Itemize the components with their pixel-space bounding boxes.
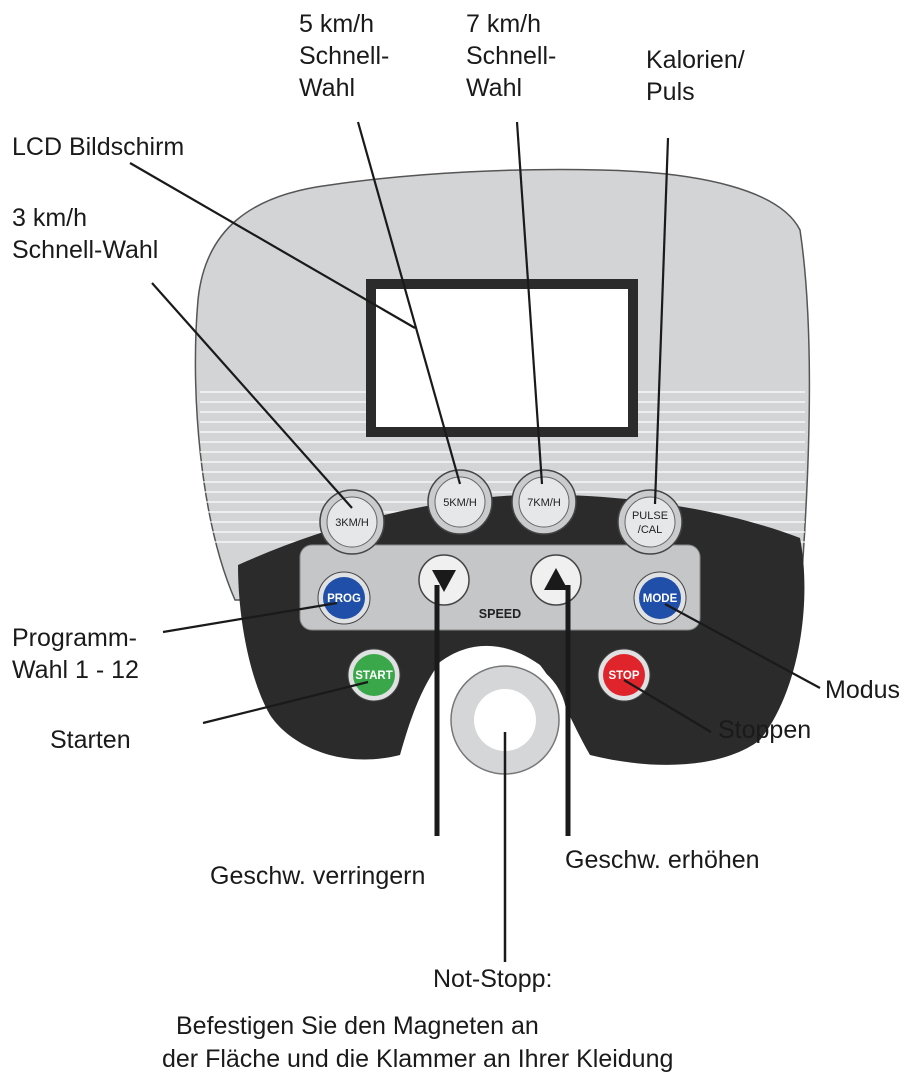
leader-line-7kmh	[515, 121, 544, 485]
leader-lines	[129, 121, 821, 733]
leader-line-programm	[162, 601, 338, 634]
pulse-cal-button[interactable]: PULSE /CAL	[617, 489, 683, 555]
callout-notstopp-title: Not-Stopp:	[433, 965, 553, 993]
arrow-up-icon	[544, 568, 568, 590]
callout-starten: Starten	[50, 726, 131, 754]
7kmh-button[interactable]: 7KM/H	[511, 469, 577, 535]
callout-notstopp-line2: der Fläche und die Klammer an Ihrer Klei…	[162, 1045, 674, 1073]
arrow-down-icon	[432, 570, 456, 592]
start-button-label: START	[355, 670, 392, 682]
key-panel	[299, 544, 701, 631]
leader-line-kalorien	[653, 137, 670, 505]
speed-label: SPEED	[479, 607, 521, 621]
mode-button-label: MODE	[643, 593, 678, 605]
3kmh-button[interactable]: 3KM/H	[319, 489, 385, 555]
stop-button[interactable]: STOP	[597, 648, 651, 702]
prog-button-label: PROG	[327, 593, 361, 605]
leader-line-starten	[202, 680, 369, 725]
callout-lcd: LCD Bildschirm	[12, 133, 185, 161]
lcd-screen	[366, 279, 638, 437]
leader-line-stoppen	[623, 679, 712, 733]
5kmh-button[interactable]: 5KM/H	[427, 469, 493, 535]
callout-erhoehen: Geschw. erhöhen	[565, 846, 760, 874]
callout-modus: Modus	[825, 676, 901, 704]
emergency-stop-magnet[interactable]	[443, 658, 567, 782]
mode-button[interactable]: MODE	[633, 571, 687, 625]
callout-notstopp-line1: Befestigen Sie den Magneten an	[176, 1012, 539, 1040]
3kmh-button-label: 3KM/H	[335, 517, 369, 529]
5kmh-button-label: 5KM/H	[443, 497, 477, 509]
7kmh-button-label: 7KM/H	[527, 497, 561, 509]
leader-line-5kmh	[356, 121, 462, 485]
callout-programm: Programm- Wahl 1 - 12	[12, 624, 139, 684]
leader-line-modus	[664, 603, 821, 689]
pulse-cal-button-label-2: /CAL	[638, 524, 662, 536]
prog-button[interactable]: PROG	[317, 571, 371, 625]
speed-up-button[interactable]	[530, 554, 582, 606]
callout-3kmh: 3 km/h Schnell-Wahl	[12, 204, 159, 264]
start-button[interactable]: START	[347, 648, 401, 702]
callout-5kmh: 5 km/h Schnell- Wahl	[299, 10, 390, 102]
pulse-cal-button-label-1: PULSE	[632, 510, 668, 522]
callout-7kmh: 7 km/h Schnell- Wahl	[466, 10, 557, 102]
stop-button-label: STOP	[608, 670, 639, 682]
leader-line-lcd	[129, 162, 416, 329]
speed-leader-lines	[434, 585, 571, 836]
callout-kalorien: Kalorien/ Puls	[646, 46, 745, 106]
callout-stoppen: Stoppen	[718, 716, 812, 744]
speed-down-button[interactable]	[418, 554, 470, 606]
callout-verringern: Geschw. verringern	[210, 862, 426, 890]
leader-line-3kmh	[151, 282, 353, 509]
